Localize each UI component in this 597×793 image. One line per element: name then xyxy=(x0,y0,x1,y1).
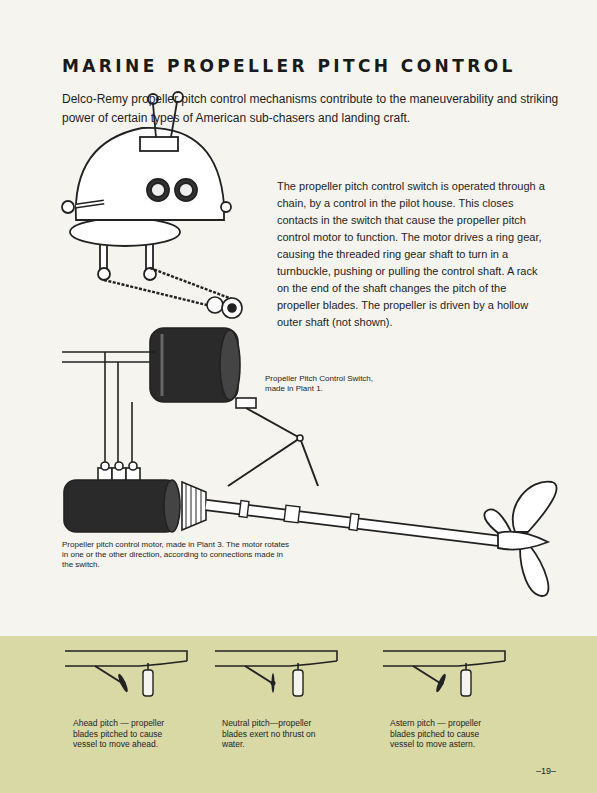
pitch-caption: Ahead pitch — propeller blades pitched t… xyxy=(73,718,188,750)
caption-band: Ahead pitch — propeller blades pitched t… xyxy=(0,636,597,793)
pitch-control-switch xyxy=(62,297,318,486)
pitch-control-motor xyxy=(64,462,206,532)
part-label: Propeller Pitch Control Switch, made in … xyxy=(265,374,385,394)
description-text: The propeller pitch control switch is op… xyxy=(277,178,545,331)
pitch-caption: Astern pitch — propeller blades pitched … xyxy=(390,718,505,750)
pitch-caption: Neutral pitch—propeller blades exert no … xyxy=(222,718,337,750)
part-label: Propeller pitch control motor, made in P… xyxy=(62,540,290,570)
pilot-house-control xyxy=(62,92,232,307)
page-title: MARINE PROPELLER PITCH CONTROL xyxy=(62,56,516,76)
page-number: –19– xyxy=(536,766,556,776)
shaft-propeller xyxy=(206,482,557,596)
pitch-diagrams xyxy=(65,651,505,696)
intro-text: Delco-Remy propeller pitch control mecha… xyxy=(62,90,567,128)
